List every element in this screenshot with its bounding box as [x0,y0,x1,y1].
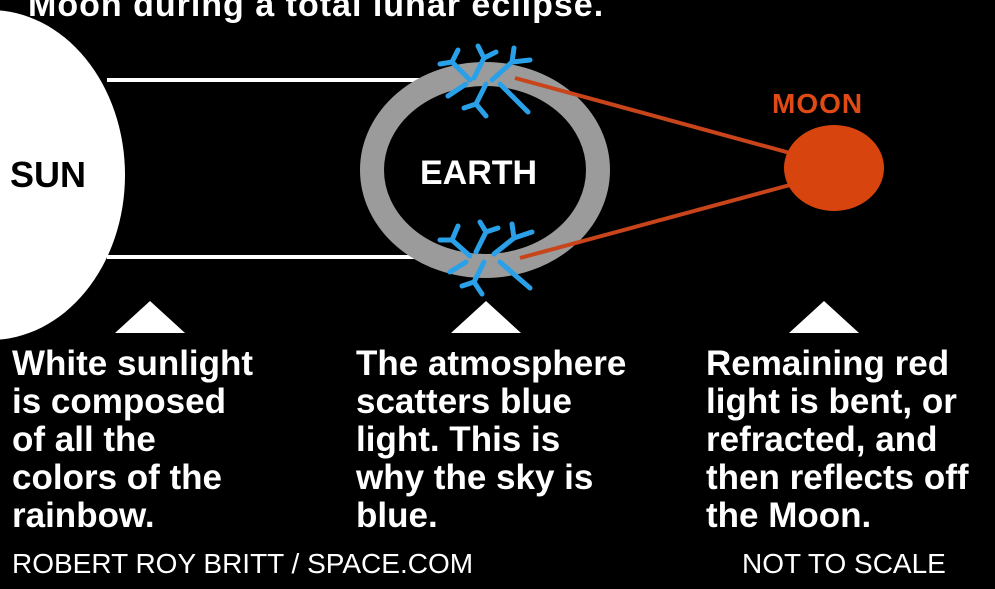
caption-line: The atmosphere [356,344,627,383]
caption-line: refracted, and [706,420,938,459]
caption-line: light is bent, or [706,382,957,421]
caption-line: White sunlight [12,344,254,383]
sun-disc [0,10,125,340]
diagram-title: Moon during a total lunar eclipse. [28,0,605,24]
caption-line: then reflects off [706,458,969,497]
earth-atmosphere-ring [360,62,610,278]
pointer-triangle-moon [789,301,859,333]
pointer-triangle-atmosphere [451,301,521,333]
earth-label: EARTH [420,154,538,192]
moon-label: MOON [772,88,864,119]
caption-refraction: Remaining red light is bent, or refracte… [706,345,969,535]
caption-line: Remaining red [706,344,950,383]
blue-scatter-bottom [437,219,535,297]
blue-scatter-top [437,43,533,119]
caption-line: of all the [12,420,156,459]
red-ray-bottom [519,183,791,260]
caption-line: is composed [12,382,226,421]
caption-line: colors of the [12,458,223,497]
pointer-triangle-sunlight [115,301,185,333]
caption-sunlight: White sunlight is composed of all the co… [12,345,253,535]
caption-line: blue. [356,496,438,535]
caption-line: scatters blue [356,382,572,421]
not-to-scale-note: NOT TO SCALE [742,548,946,579]
caption-line: light. This is [356,420,561,459]
caption-line: the Moon. [706,496,872,535]
red-ray-top [514,76,791,155]
caption-atmosphere: The atmosphere scatters blue light. This… [356,345,626,535]
sun-label: SUN [10,154,87,195]
credit-text: ROBERT ROY BRITT / SPACE.COM [12,548,474,579]
moon-disc [784,125,884,211]
caption-line: why the sky is [356,458,594,497]
caption-line: rainbow. [12,496,155,535]
